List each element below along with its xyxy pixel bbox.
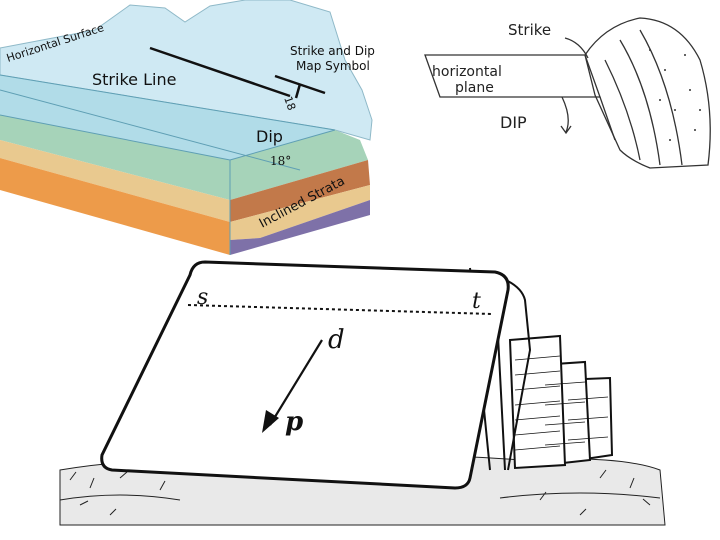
layer-brown-side: [230, 160, 370, 222]
terrain-surface: [0, 0, 373, 141]
dip-label: Dip: [256, 127, 283, 146]
engraving-grass: [59, 469, 661, 516]
map-symbol-title-2: Map Symbol: [296, 59, 370, 73]
engraving-s-label: s: [197, 285, 208, 310]
strike-line-st: [187, 304, 493, 315]
strike-line: [149, 46, 291, 98]
horizontal-plane: [0, 75, 335, 160]
sketch-dip-arrow: [560, 96, 572, 135]
dip-arrow-head: [262, 410, 279, 433]
sketch-dip-line: [599, 96, 616, 141]
slab-back-2: [508, 334, 567, 470]
sketch-horizontal-label-1: horizontal: [432, 64, 502, 80]
sketch-strike-arrow: [564, 37, 589, 59]
hand-sketch: [424, 17, 711, 169]
engraving-d-label: d: [328, 325, 345, 355]
engraving-p-label: p: [285, 407, 303, 437]
block-edges: [0, 74, 336, 255]
dip-angle-label: 18°: [270, 154, 291, 168]
dip-plane-edge: [0, 89, 301, 171]
sketch-strike-label: Strike: [508, 21, 551, 39]
symbol-value-label: 18: [281, 95, 298, 113]
map-symbol-title-1: Strike and Dip: [290, 44, 375, 58]
layer-green-front: [0, 115, 230, 200]
dip-arrow-shaft: [269, 339, 323, 426]
sketch-horizontal-label-2: plane: [455, 80, 494, 96]
layer-purple-side: [230, 200, 370, 255]
slab-hatching: [514, 355, 609, 451]
sketch-dip-label: DIP: [500, 113, 527, 132]
main-slab: [100, 260, 510, 490]
sketch-bedding: [604, 29, 683, 166]
sketch-outcrop: [584, 17, 711, 169]
engraving-t-label: t: [472, 289, 481, 314]
engraving: [59, 260, 666, 526]
layer-orange-front: [0, 158, 230, 255]
layer-green-side: [230, 130, 368, 200]
dip-tick: [294, 83, 302, 99]
strike-line-label: Strike Line: [92, 70, 176, 89]
block-diagram: Horizontal Surface Strike Line Strike an…: [0, 0, 375, 255]
layer-tan-side: [230, 185, 370, 240]
sketch-stipple: [649, 49, 701, 141]
layer-tan-front: [0, 140, 230, 222]
